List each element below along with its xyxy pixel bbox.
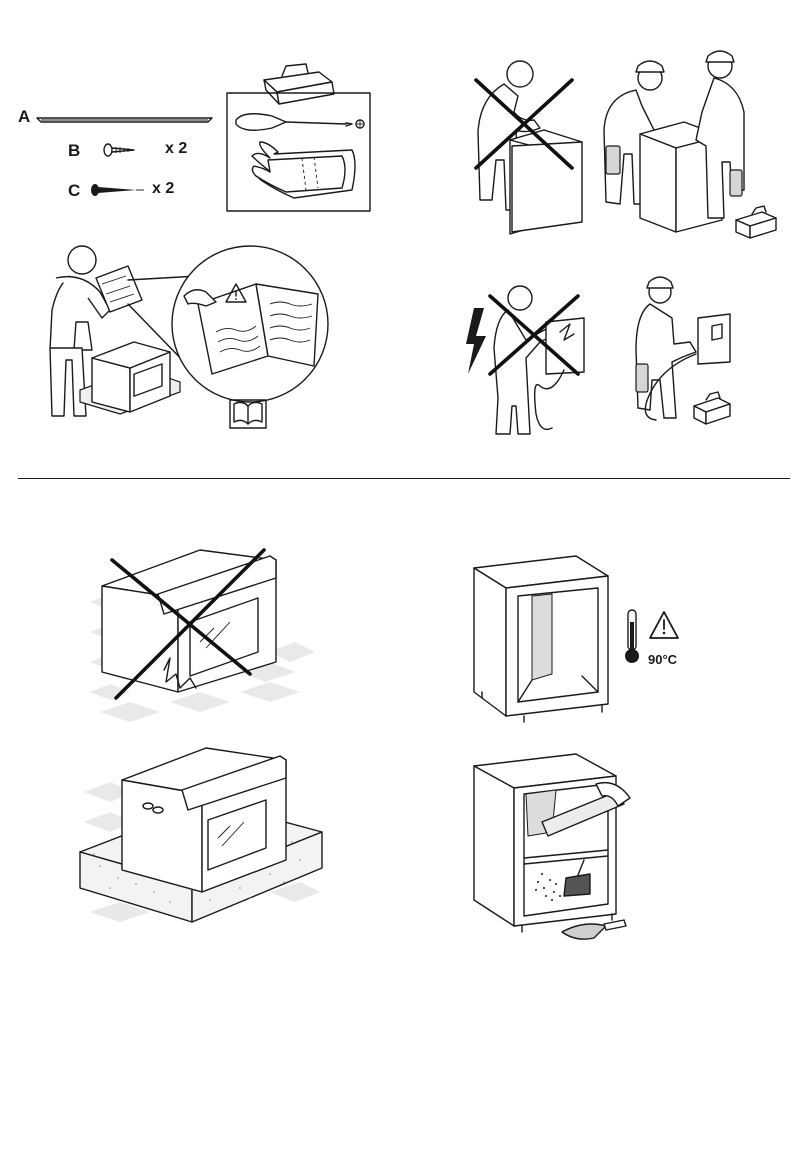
read-manual-icon	[230, 400, 266, 428]
cabinet-prep-scene	[466, 754, 646, 944]
warning-triangle-icon	[650, 612, 678, 638]
read-manual-scene	[30, 240, 350, 440]
kitchen-cabinet	[474, 754, 616, 932]
section-divider	[18, 478, 790, 479]
toolbox-icon	[694, 392, 730, 424]
thermometer-icon	[625, 610, 639, 663]
cabinet-heat-scene	[466, 552, 716, 722]
toolbox-icon	[736, 206, 776, 238]
lightning-icon	[466, 308, 486, 374]
part-b-label: B	[68, 141, 80, 161]
part-c-quantity: x 2	[152, 180, 174, 198]
part-a-label: A	[18, 107, 30, 127]
oven-floor-wrong	[80, 542, 320, 722]
mounting-bracket-icon	[32, 110, 232, 130]
lifting-scene	[470, 50, 800, 240]
tools-box	[224, 60, 372, 220]
parts-list: A B x 2 C x 2	[0, 90, 220, 210]
long-screw-icon	[88, 182, 148, 202]
part-c-label: C	[68, 181, 80, 201]
kitchen-cabinet	[474, 556, 608, 722]
oven-on-block	[80, 342, 180, 414]
two-person-lifting	[604, 51, 776, 238]
gloves-icon	[252, 142, 355, 198]
technician-safe-wiring	[636, 277, 730, 424]
short-screw-icon	[100, 142, 140, 162]
dustpan-icon	[562, 920, 626, 939]
temperature-warning-label: 90°C	[648, 652, 677, 667]
oven-block-correct	[70, 742, 330, 932]
part-b-quantity: x 2	[165, 140, 187, 158]
screwdriver-icon	[236, 114, 364, 131]
toolbox-icon	[264, 64, 334, 104]
electric-safety-scene	[460, 278, 790, 448]
